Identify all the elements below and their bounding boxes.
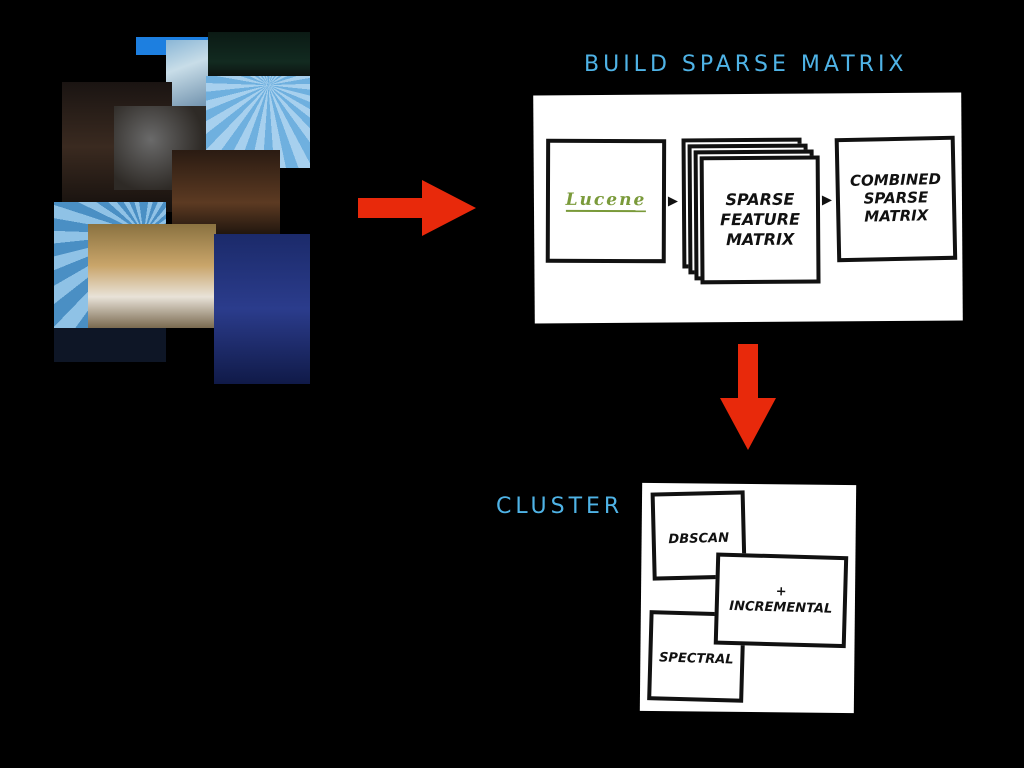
lucene-logo: Lucene	[565, 189, 647, 213]
photo-collage	[54, 32, 310, 384]
sparse-feature-matrix-box: SPARSE FEATURE MATRIX	[699, 155, 821, 285]
build-sparse-matrix-heading: BUILD SPARSE MATRIX	[584, 52, 908, 77]
arrow-small-2	[821, 195, 832, 206]
lucene-box: Lucene	[545, 138, 667, 264]
photo-stage-lights	[208, 32, 310, 82]
incremental-label: INCREMENTAL	[729, 598, 833, 617]
incremental-box: + INCREMENTAL	[713, 552, 849, 649]
arrow-right	[358, 180, 476, 236]
build-diagram-panel: Lucene SPARSE FEATURE MATRIX COMBINED SP…	[533, 92, 963, 324]
arrow-down	[720, 344, 776, 450]
photo-blonde	[166, 40, 208, 108]
photo-hall	[172, 150, 280, 238]
cluster-diagram-panel: DBSCAN SPECTRAL + INCREMENTAL	[639, 482, 857, 714]
arrow-small-1	[667, 196, 678, 207]
cluster-heading: CLUSTER	[496, 494, 624, 519]
combined-sparse-matrix-box: COMBINED SPARSE MATRIX	[834, 135, 958, 263]
photo-woman-guitar	[214, 234, 310, 384]
photo-dark-stage	[54, 328, 166, 362]
photo-portrait-hat	[88, 224, 216, 328]
incremental-plus: +	[775, 584, 787, 600]
